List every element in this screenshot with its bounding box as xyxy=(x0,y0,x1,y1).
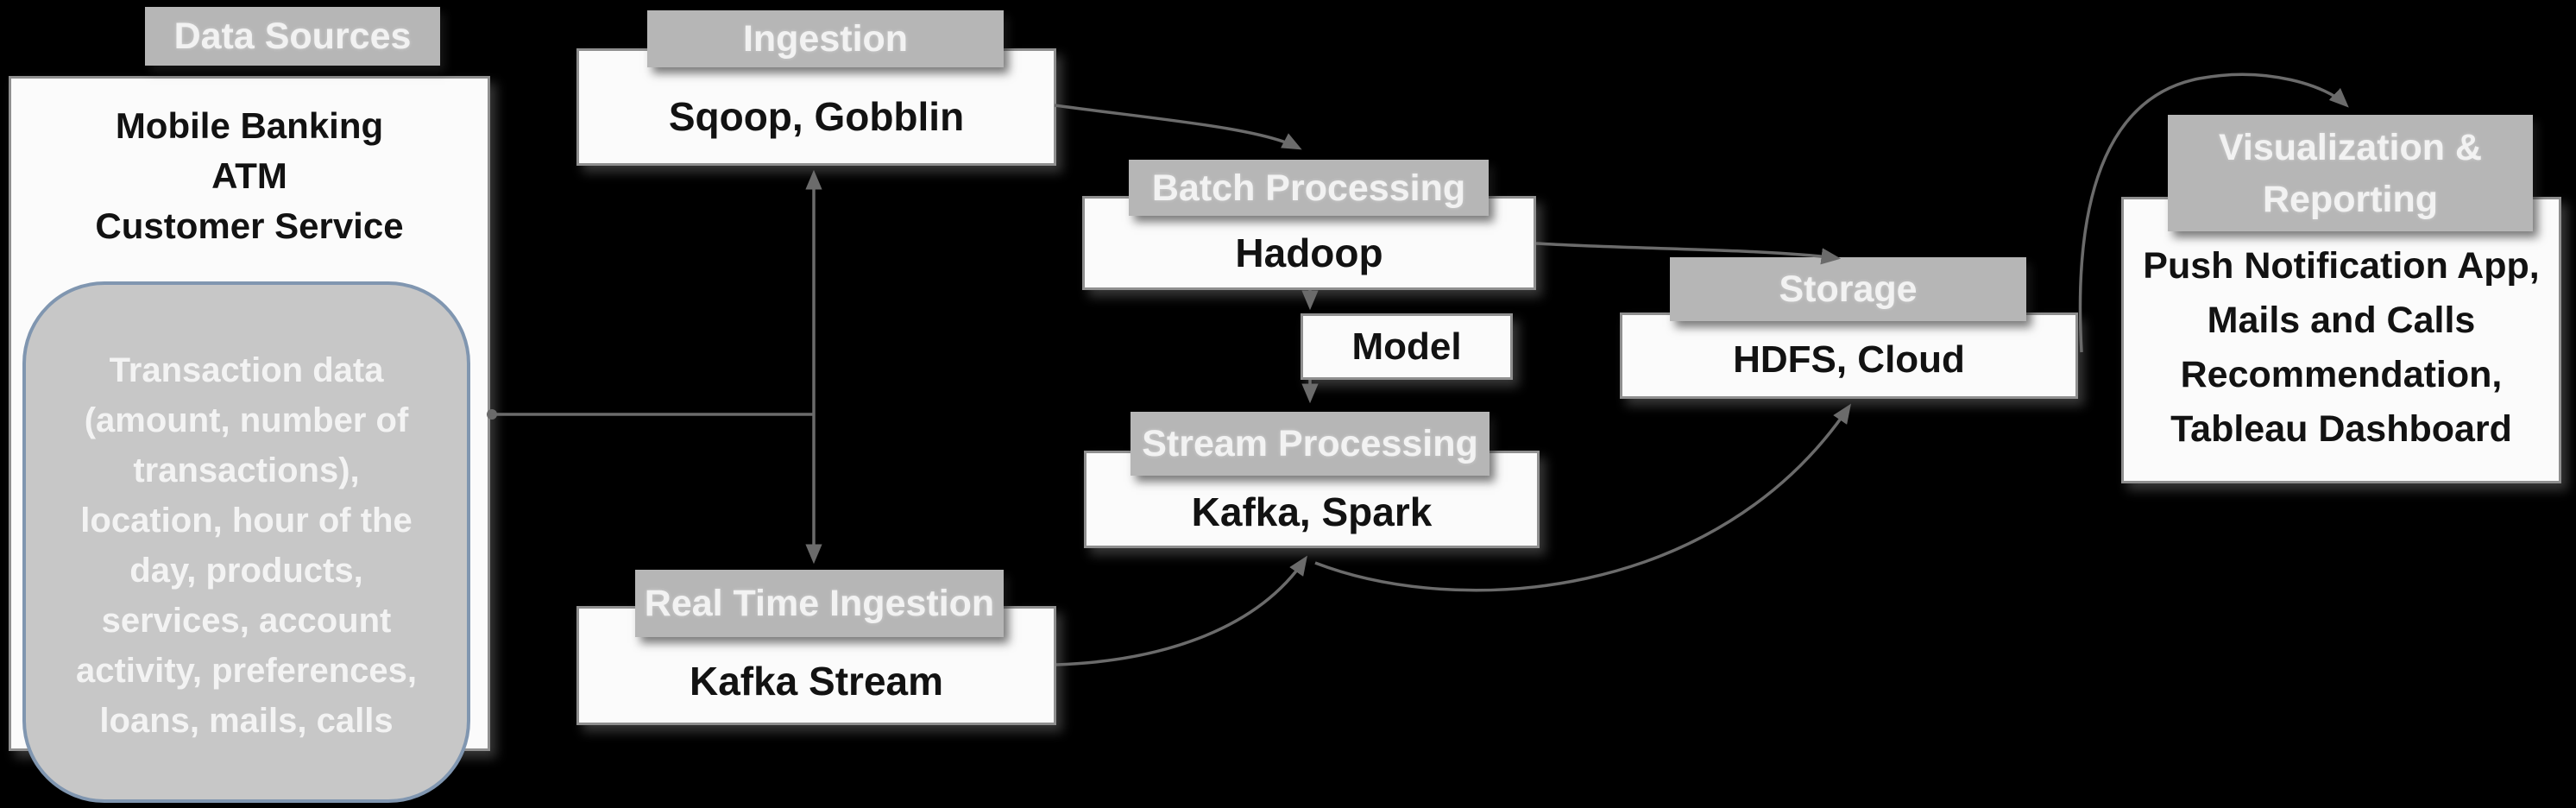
real-time-ingestion-header: Real Time Ingestion xyxy=(635,570,1004,637)
edge-batch-storage xyxy=(1535,242,1842,265)
edge-ingestion-batch xyxy=(1054,104,1302,150)
visualization-reporting-header: Visualization & Reporting xyxy=(2168,115,2533,231)
visualization-reporting-box: Push Notification App, Mails and Calls R… xyxy=(2121,197,2561,483)
edge-rti-stream xyxy=(1055,555,1307,666)
stream-processing-header: Stream Processing xyxy=(1131,412,1490,476)
storage-box: HDFS, Cloud xyxy=(1620,312,2078,399)
ingestion-header: Ingestion xyxy=(647,10,1004,67)
storage-header: Storage xyxy=(1670,257,2026,321)
data-sources-header: Data Sources xyxy=(145,7,440,66)
transaction-data-note: Transaction data (amount, number of tran… xyxy=(22,281,470,803)
model-box: Model xyxy=(1301,313,1513,380)
batch-processing-header: Batch Processing xyxy=(1129,160,1489,216)
